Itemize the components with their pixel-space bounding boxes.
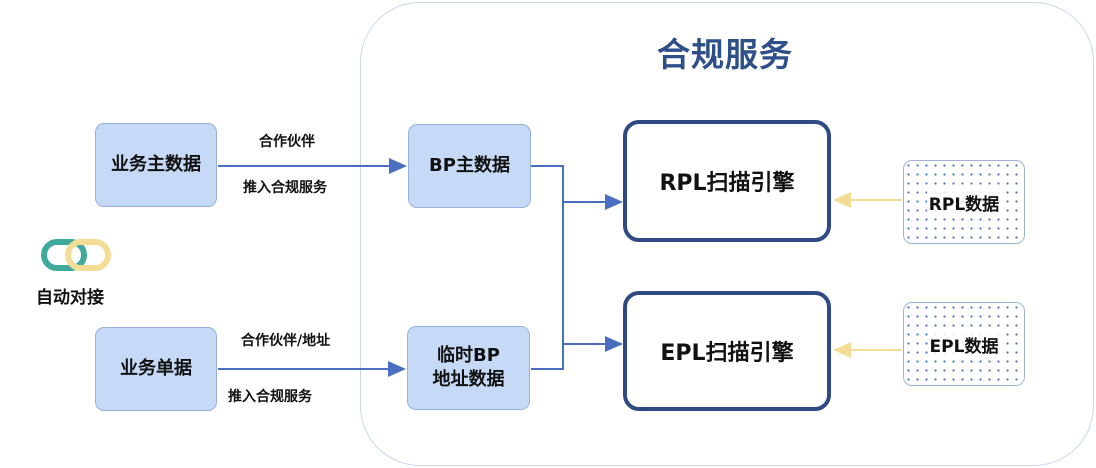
business-master-data-box: 业务主数据 <box>95 123 217 207</box>
temp-bp-address-box: 临时BP 地址数据 <box>407 326 530 410</box>
top-arrow-label-above: 合作伙伴 <box>259 134 315 150</box>
bp-master-data-box: BP主数据 <box>408 124 531 208</box>
epl-data-box: EPL数据 <box>903 302 1025 386</box>
top-arrow-label-below: 推入合规服务 <box>243 180 327 196</box>
business-document-label: 业务单据 <box>120 358 192 379</box>
epl-scan-engine-label: EPL扫描引擎 <box>660 341 794 366</box>
chain-link-icon <box>41 239 111 271</box>
diagram-title: 合规服务 <box>657 35 793 74</box>
temp-bp-label-line2: 地址数据 <box>432 369 505 390</box>
bottom-arrow-label-above: 合作伙伴/地址 <box>241 333 331 349</box>
bottom-arrow-label-below: 推入合规服务 <box>228 389 312 405</box>
connector-bp-out <box>531 165 564 370</box>
epl-data-label: EPL数据 <box>927 331 1001 357</box>
epl-scan-engine-box: EPL扫描引擎 <box>623 291 831 411</box>
rpl-scan-engine-label: RPL扫描引擎 <box>659 171 795 196</box>
rpl-data-box: RPL数据 <box>903 160 1025 244</box>
auto-connect-label: 自动对接 <box>36 288 104 308</box>
rpl-data-label: RPL数据 <box>926 189 1002 215</box>
bp-master-data-label: BP主数据 <box>429 155 510 176</box>
business-document-box: 业务单据 <box>95 327 217 411</box>
auto-connect-group: 自动对接 <box>32 236 132 308</box>
rpl-scan-engine-box: RPL扫描引擎 <box>623 120 831 242</box>
business-master-data-label: 业务主数据 <box>111 154 201 175</box>
temp-bp-label-line1: 临时BP <box>437 345 500 366</box>
